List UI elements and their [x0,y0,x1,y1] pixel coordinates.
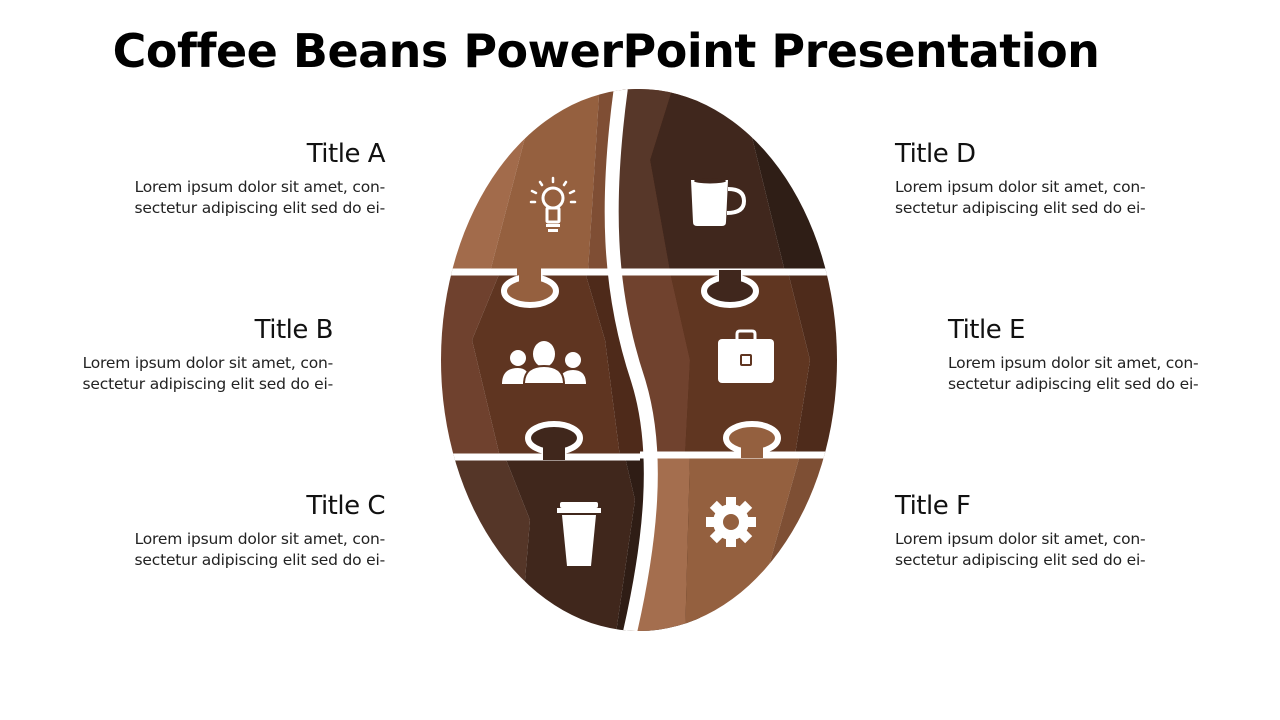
item-f: Title F Lorem ipsum dolor sit amet, con-… [895,491,1215,571]
segment-shade [490,89,600,272]
item-text: sectetur adipiscing elit sed do ei- [948,375,1199,393]
item-c: Title C Lorem ipsum dolor sit amet, con-… [65,491,386,571]
briefcase-icon [718,329,774,383]
segment-shade [441,457,530,631]
lightbulb-icon [529,176,577,232]
segment-shade [441,272,500,457]
item-text: sectetur adipiscing elit sed do ei- [134,199,386,217]
slide-title: Coffee Beans PowerPoint Presentation [112,24,1100,78]
puzzle-knob [501,268,559,308]
segment-shade [611,89,675,272]
item-text: Lorem ipsum dolor sit amet, con- [134,178,386,196]
item-text: Lorem ipsum dolor sit amet, con- [895,178,1146,196]
item-e: Title E Lorem ipsum dolor sit amet, con-… [948,315,1268,395]
gear-icon [706,497,756,547]
item-title: Title B [254,315,334,345]
coffee-cup-to-go-icon [557,502,601,566]
item-title: Title A [306,139,386,169]
item-title: Title E [948,315,1025,345]
item-b: Title B Lorem ipsum dolor sit amet, con-… [13,315,334,395]
item-text: sectetur adipiscing elit sed do ei- [895,551,1146,569]
puzzle-knob [701,270,759,308]
team-icon [502,341,586,385]
bean-center-crease [604,89,658,631]
segment-shade [543,442,565,460]
item-title: Title D [895,139,976,169]
item-text: sectetur adipiscing elit sed do ei- [134,551,386,569]
item-text: Lorem ipsum dolor sit amet, con- [82,354,334,372]
item-title: Title F [895,491,971,521]
segment-shade [519,270,541,286]
segment-shade [685,455,800,631]
item-title: Title C [306,491,385,521]
item-a: Title A Lorem ipsum dolor sit amet, con-… [65,139,386,219]
puzzle-knob [525,421,583,460]
item-text: sectetur adipiscing elit sed do ei- [82,375,334,393]
item-text: Lorem ipsum dolor sit amet, con- [134,530,386,548]
segment-shade [741,442,763,458]
item-text: Lorem ipsum dolor sit amet, con- [948,354,1199,372]
segment-shade [650,89,785,272]
item-text: Lorem ipsum dolor sit amet, con- [895,530,1146,548]
segment-shade [719,270,741,286]
puzzle-knob [723,421,781,458]
item-text: sectetur adipiscing elit sed do ei- [895,199,1146,217]
mug-icon [691,178,747,226]
item-d: Title D Lorem ipsum dolor sit amet, con-… [895,139,1215,219]
